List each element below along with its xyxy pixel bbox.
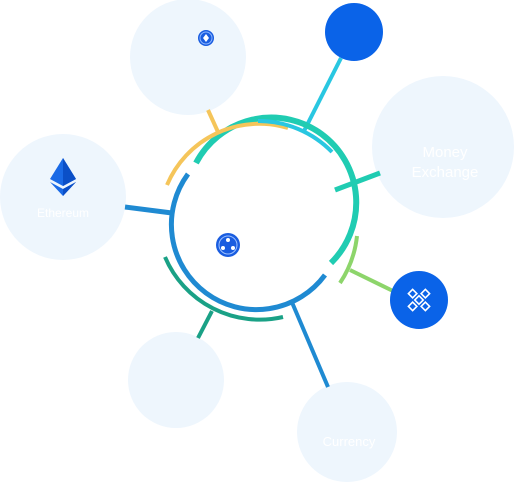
money-exchange-bubble (372, 76, 514, 218)
bottom-left-bubble (128, 332, 224, 428)
ethereum-label: Ethereum (37, 206, 89, 220)
ethereum-logo-icon (50, 158, 76, 196)
diamond-coin-icon (198, 30, 214, 46)
connector-currency (289, 299, 330, 388)
connector-money-exchange (334, 170, 381, 193)
binance-node[interactable] (390, 271, 448, 329)
money-exchange-label-line2: Exchange (412, 164, 479, 181)
top-blue-node[interactable] (325, 3, 383, 61)
connector-ethereum (124, 204, 173, 216)
bitcoin-coin-icon (214, 231, 242, 259)
connector-bottom-left (196, 310, 214, 339)
center-rings (163, 114, 360, 322)
ethereum-bubble (0, 134, 126, 260)
currency-bubble (297, 382, 397, 482)
binance-logo-icon (407, 288, 431, 312)
money-exchange-label-line1: Money (422, 144, 468, 161)
top-left-bubble (130, 0, 246, 115)
connector-top-blue (301, 57, 343, 134)
connector-top-left (206, 109, 220, 133)
connector-binance (349, 268, 394, 293)
currency-label: Currency (323, 434, 376, 449)
